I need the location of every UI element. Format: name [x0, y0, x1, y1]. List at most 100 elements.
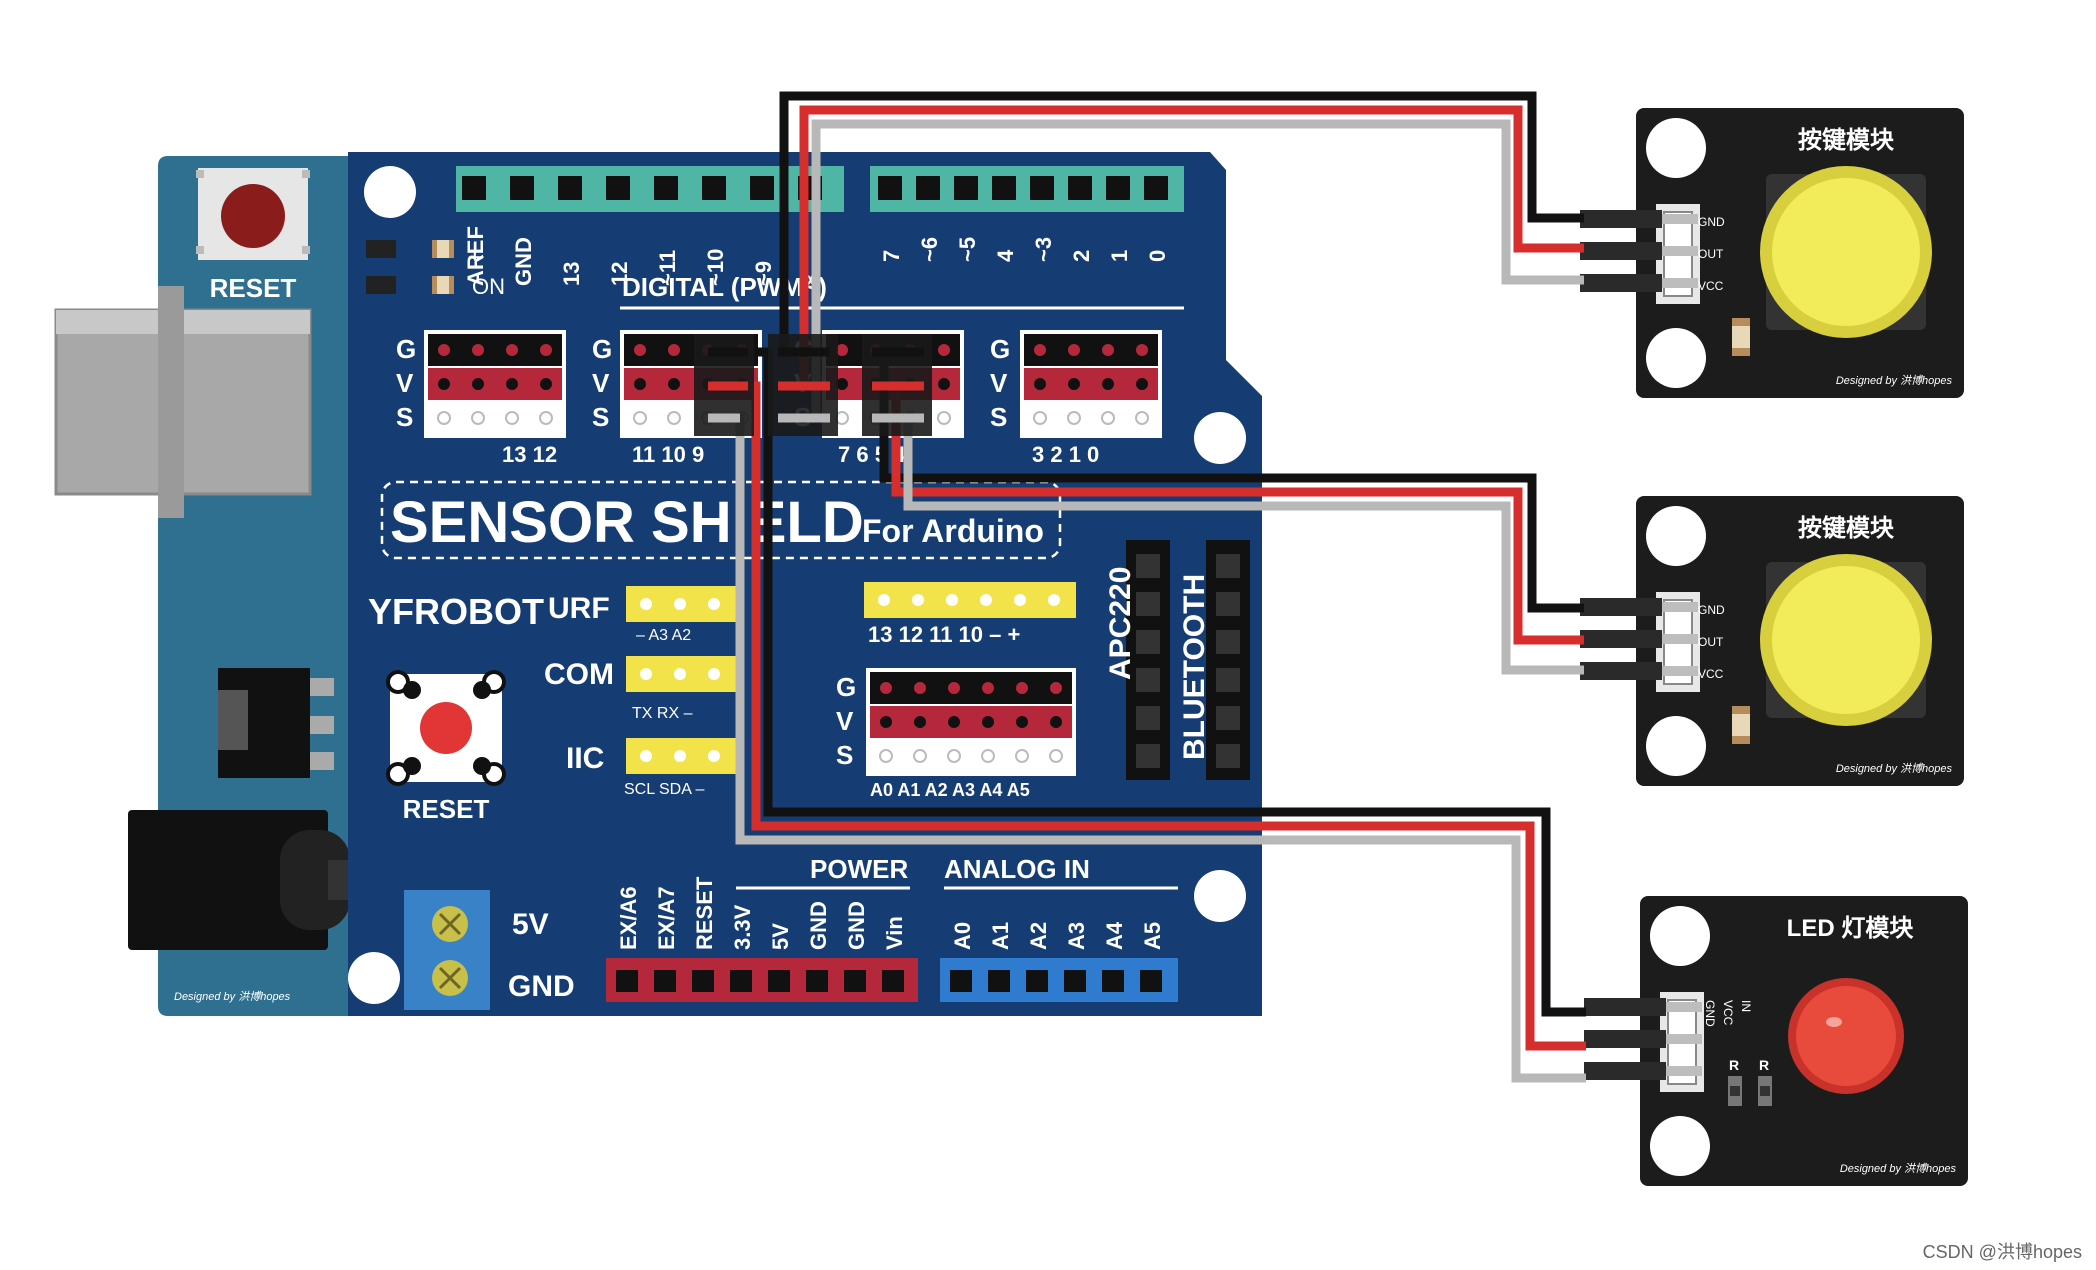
- dupont-plug: [1580, 242, 1662, 260]
- gvs-pin: [634, 378, 646, 390]
- gvs-pin: [948, 716, 960, 728]
- header-pin: [1014, 594, 1026, 606]
- header-pin: [654, 970, 676, 992]
- gvs-pin: [438, 344, 450, 356]
- module-pin-label: GND: [1703, 1000, 1717, 1027]
- gvs-letter: V: [836, 706, 854, 736]
- header-pin: [692, 970, 714, 992]
- header-pin: [654, 176, 678, 200]
- digital-pin-label: 4: [993, 249, 1018, 262]
- wire-gnd: [746, 347, 1586, 1017]
- bluetooth-label: BLUETOOTH: [1178, 574, 1211, 760]
- gvs-pin: [506, 344, 518, 356]
- gvs-row-ground: [428, 334, 562, 366]
- gvs-pin: [634, 344, 646, 356]
- button-cap[interactable]: [1772, 178, 1920, 326]
- header-pin: [1136, 554, 1160, 578]
- gvs-row-vcc: [870, 706, 1072, 738]
- gvs-pin: [1016, 682, 1028, 694]
- gvs-pin: [471, 411, 485, 425]
- module-pin-label: GND: [1698, 215, 1725, 229]
- apc220-header: [1126, 540, 1170, 780]
- digital-pin-label: GND: [511, 237, 536, 286]
- watermark: CSDN @洪博hopes: [1923, 1242, 2082, 1262]
- module-pin-label: VCC: [1698, 667, 1724, 681]
- header-pin: [640, 668, 652, 680]
- power-section-label: POWER: [810, 854, 908, 884]
- gvs-letter: V: [990, 368, 1008, 398]
- header-pin: [980, 594, 992, 606]
- gvs-row-ground: [870, 672, 1072, 704]
- button-cap[interactable]: [1772, 566, 1920, 714]
- dupont-plug: [1580, 210, 1662, 228]
- header-pin: [946, 594, 958, 606]
- header-pin: [878, 176, 902, 200]
- digital-pin-label: ~5: [955, 237, 980, 262]
- screw-terminal: [404, 890, 490, 1010]
- yellow-header-pins: 13 12 11 10 – +: [868, 622, 1020, 647]
- analog-pin-label: A0: [950, 922, 975, 950]
- gvs-pin: [913, 749, 927, 763]
- uno-reset-button[interactable]: [196, 168, 310, 260]
- iic-pin-labels: SCL SDA –: [624, 781, 704, 798]
- header-pin: [1026, 970, 1048, 992]
- module-designer-credit: Designed by 洪博hopes: [1836, 374, 1953, 387]
- shield-reset-button[interactable]: [386, 670, 506, 786]
- resistor-label: R: [1759, 1057, 1769, 1073]
- wires: [694, 91, 1586, 1083]
- wire-bundle-button-1: [779, 91, 1584, 418]
- voltage-regulator: [218, 668, 334, 778]
- header-pin: [1216, 668, 1240, 692]
- header-pin: [1136, 630, 1160, 654]
- uno-designer-credit: Designed by 洪博hopes: [174, 990, 291, 1003]
- dc-power-jack: [128, 810, 350, 950]
- header-pin: [1136, 744, 1160, 768]
- gvs-pin: [938, 378, 950, 390]
- power-pin-label: 3.3V: [730, 904, 755, 950]
- mounting-hole: [1646, 328, 1706, 388]
- status-leds: [366, 240, 454, 294]
- header-pin: [1140, 970, 1162, 992]
- gvs-letter: G: [396, 334, 416, 364]
- power-pin-label: RESET: [692, 876, 717, 950]
- gvs-pin: [667, 411, 681, 425]
- gvs-pin: [437, 411, 451, 425]
- urf-label: URF: [548, 592, 610, 625]
- arduino-uno-board: RESET Designed by 洪博hopes: [54, 156, 350, 1016]
- digital-pin-label: 13: [559, 262, 584, 286]
- digital-header-right: [870, 166, 1184, 212]
- mounting-hole: [1650, 1116, 1710, 1176]
- block4-pin-numbers: 3 2 1 0: [1032, 442, 1099, 467]
- gvs-pin: [1136, 344, 1148, 356]
- analog-block-pin-numbers: A0 A1 A2 A3 A4 A5: [870, 780, 1030, 800]
- header-pin: [1216, 630, 1240, 654]
- header-pin: [1136, 668, 1160, 692]
- header-pin: [916, 176, 940, 200]
- module-title: 按键模块: [1798, 514, 1894, 542]
- dupont-plug: [1580, 274, 1662, 292]
- shield-title: SENSOR SHIELD: [390, 490, 864, 555]
- analog-in-section-label: ANALOG IN: [944, 854, 1090, 884]
- gvs-pin: [668, 344, 680, 356]
- gvs-pin: [668, 378, 680, 390]
- header-pin: [708, 598, 720, 610]
- header-pin: [1216, 554, 1240, 578]
- digital-pin-label: 12: [607, 262, 632, 286]
- header-pin: [708, 668, 720, 680]
- gvs-pin: [938, 344, 950, 356]
- gvs-pin: [836, 378, 848, 390]
- header-pin: [708, 750, 720, 762]
- com-label: COM: [544, 658, 614, 691]
- gvs-letter: S: [396, 402, 413, 432]
- gvs-pin: [947, 749, 961, 763]
- header-pin: [988, 970, 1010, 992]
- gvs-row-ground: [1024, 334, 1158, 366]
- header-pin: [462, 176, 486, 200]
- gvs-pin: [472, 344, 484, 356]
- digital-pin-label: ~3: [1031, 237, 1056, 262]
- wire-signal: [811, 119, 1584, 418]
- gvs-pin: [540, 344, 552, 356]
- header-pin: [1048, 594, 1060, 606]
